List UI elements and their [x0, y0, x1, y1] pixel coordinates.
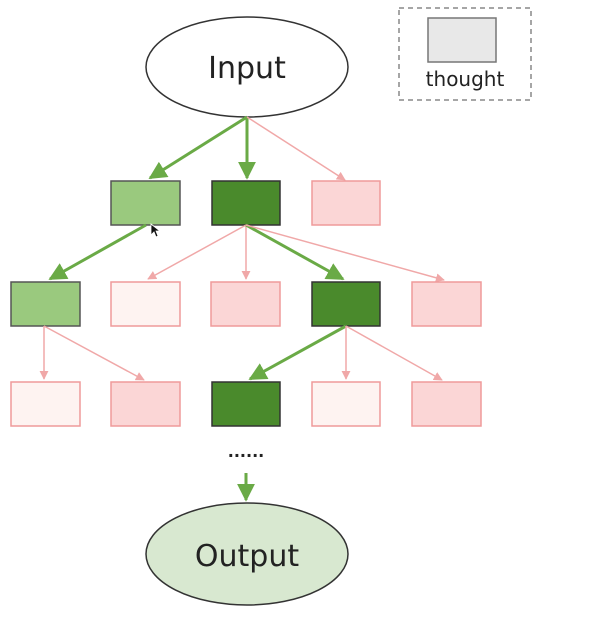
input-node: Input — [145, 16, 349, 118]
input-label: Input — [208, 51, 286, 86]
edge-l2n1-to-l3n2 — [43, 325, 145, 381]
thought-l2-node3 — [210, 281, 281, 327]
thought-l3-node2 — [110, 381, 181, 427]
legend-label: thought — [426, 67, 505, 91]
edge-l1n1-to-l2n1 — [48, 223, 147, 281]
thought-l2-node4 — [311, 281, 381, 327]
edge-input-to-l1-node3 — [246, 116, 346, 181]
thought-l3-node1 — [10, 381, 81, 427]
continuation-ellipsis: ...... — [228, 442, 264, 461]
thought-l1-node1 — [110, 180, 181, 226]
legend-thought-box — [427, 17, 497, 63]
edge-input-to-l1-node1 — [148, 115, 248, 180]
thought-l3-node3 — [211, 381, 281, 427]
thought-l2-node5 — [411, 281, 482, 327]
thought-l3-node5 — [411, 381, 482, 427]
output-label: Output — [195, 539, 299, 574]
thought-l3-node4 — [311, 381, 381, 427]
edge-l2n4-to-l3n5 — [345, 325, 443, 381]
output-node: Output — [145, 502, 349, 606]
thought-l1-node2 — [211, 180, 281, 226]
edge-l1n2-to-l2n5 — [245, 224, 445, 283]
cursor-icon — [150, 223, 162, 238]
output-ellipse — [145, 502, 349, 606]
edge-l2n4-to-l3n3 — [248, 324, 347, 381]
edge-l1n2-to-l2n2 — [147, 224, 247, 280]
edge-l1n2-to-l2n4 — [245, 223, 345, 281]
legend: thought — [398, 7, 532, 101]
thought-l2-node1 — [10, 281, 81, 327]
thought-l2-node2 — [110, 281, 181, 327]
thought-l1-node3 — [311, 180, 381, 226]
